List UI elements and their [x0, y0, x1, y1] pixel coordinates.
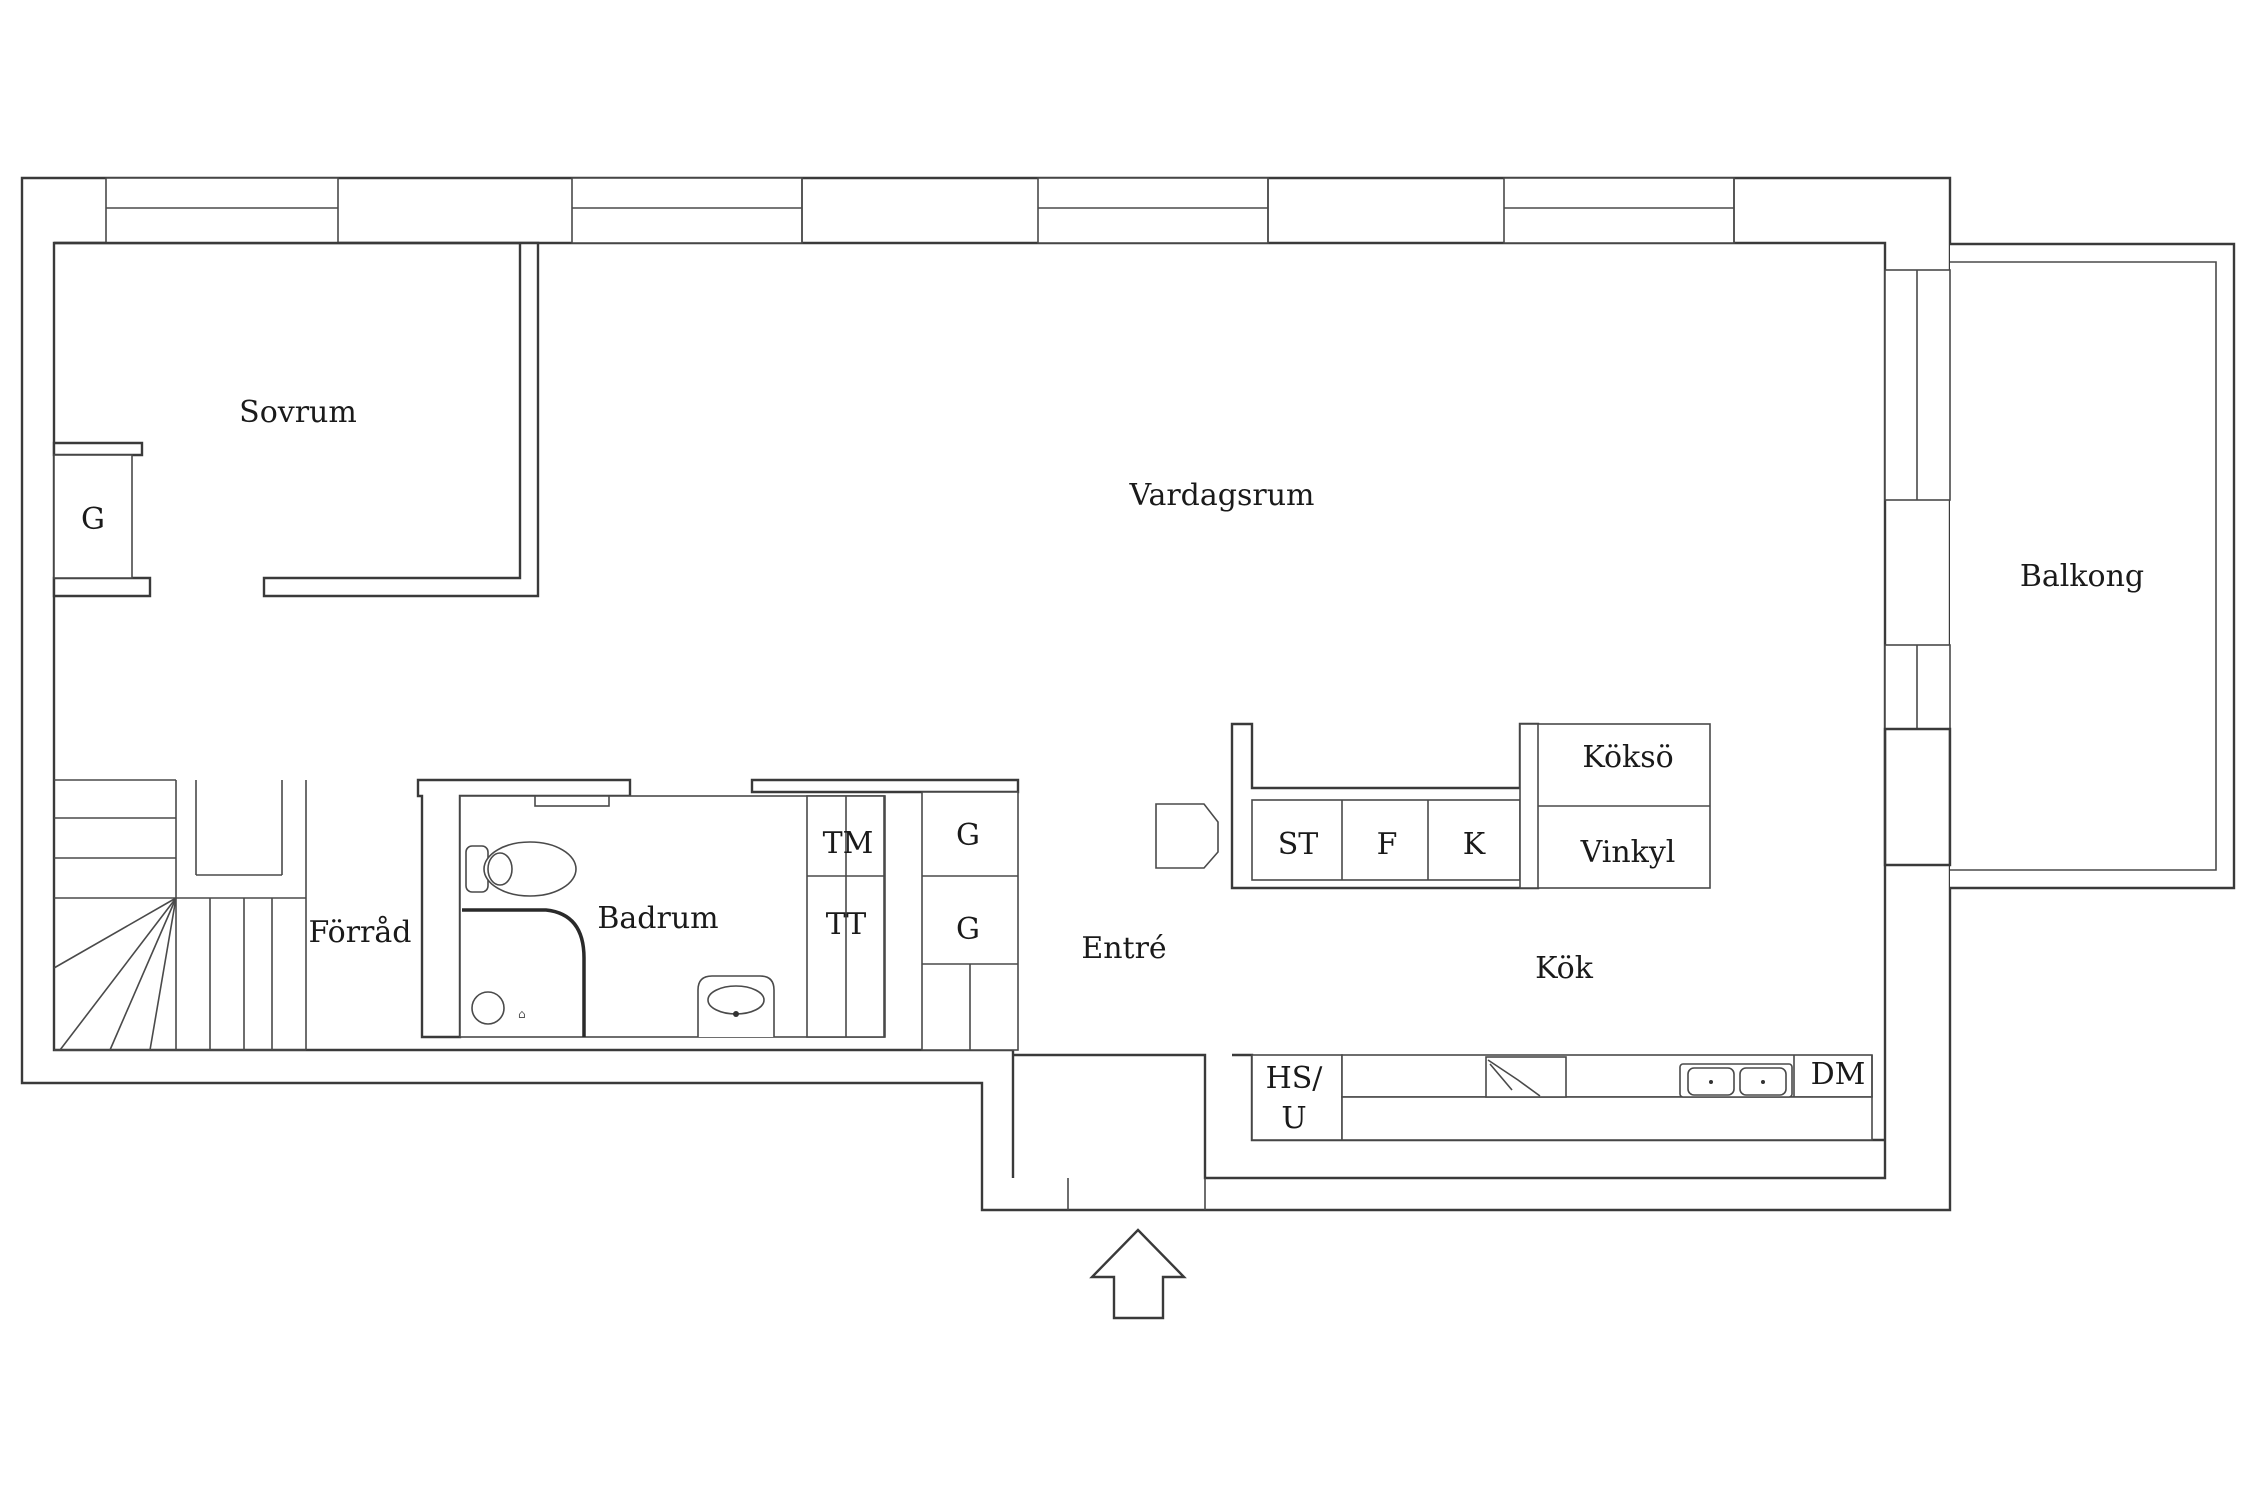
windows-top — [105, 177, 1735, 244]
fixture-label-hsu-line2: U — [1281, 1101, 1306, 1136]
room-label-vardagsrum: Vardagsrum — [1129, 478, 1315, 513]
stairs — [53, 779, 307, 1051]
svg-text:⌂: ⌂ — [518, 1007, 526, 1021]
fixture-label-vinkyl: Vinkyl — [1580, 835, 1676, 870]
sink-icon — [697, 975, 775, 1037]
shower-icon: ⌂ — [462, 908, 586, 1037]
bedroom-walls — [52, 241, 540, 598]
fixture-label-tm: TM — [823, 826, 874, 861]
bathroom-walls — [416, 778, 1020, 1051]
chair-icon — [1155, 803, 1219, 869]
fixture-label-wardrobe-sovrum: G — [81, 502, 105, 537]
fixture-label-kokso: Köksö — [1582, 740, 1673, 775]
entrance-walls — [1067, 1178, 1206, 1210]
fixture-label-hsu-line1: HS/ — [1266, 1061, 1324, 1096]
kitchen-sink-icon — [1679, 1063, 1793, 1098]
room-label-forrad: Förråd — [308, 915, 411, 950]
balcony — [1883, 242, 2236, 890]
fixture-label-k: K — [1463, 827, 1486, 862]
fixture-label-f: F — [1377, 827, 1398, 862]
room-label-badrum: Badrum — [597, 901, 718, 936]
room-label-kok: Kök — [1535, 951, 1594, 986]
room-label-sovrum: Sovrum — [239, 395, 357, 430]
fixture-label-wardrobe-hall-top: G — [956, 818, 980, 853]
toilet-icon — [465, 841, 577, 897]
fixture-label-tt: TT — [826, 907, 867, 942]
fixture-label-st: ST — [1278, 827, 1319, 862]
room-label-entre: Entré — [1081, 931, 1166, 966]
fixture-label-dm: DM — [1811, 1057, 1866, 1092]
stove-icon — [1485, 1056, 1567, 1098]
room-label-balkong: Balkong — [2020, 559, 2144, 594]
entrance-arrow-icon — [1089, 1228, 1187, 1320]
fixture-label-wardrobe-hall-bottom: G — [956, 912, 980, 947]
kitchen-island — [1230, 722, 1711, 890]
wardrobe-sovrum — [53, 454, 133, 579]
